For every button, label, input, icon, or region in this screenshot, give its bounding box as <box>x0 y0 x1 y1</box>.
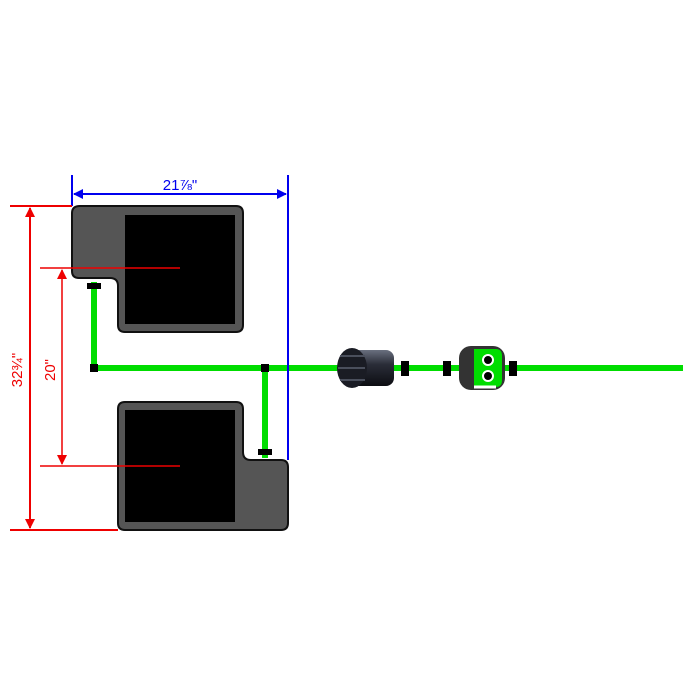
width-label: 21⅞" <box>163 177 198 194</box>
overall-height-label: 32¾" <box>9 353 26 388</box>
pump-icon <box>337 348 394 388</box>
fittings <box>87 283 517 455</box>
width-dimension <box>71 175 289 460</box>
center-spacing-dimension <box>40 267 180 467</box>
center-spacing-label: 20" <box>42 359 59 381</box>
bottom-tray <box>117 401 289 531</box>
timer-icon <box>459 346 505 390</box>
top-tray <box>71 205 244 333</box>
overall-height-dimension <box>10 205 118 531</box>
